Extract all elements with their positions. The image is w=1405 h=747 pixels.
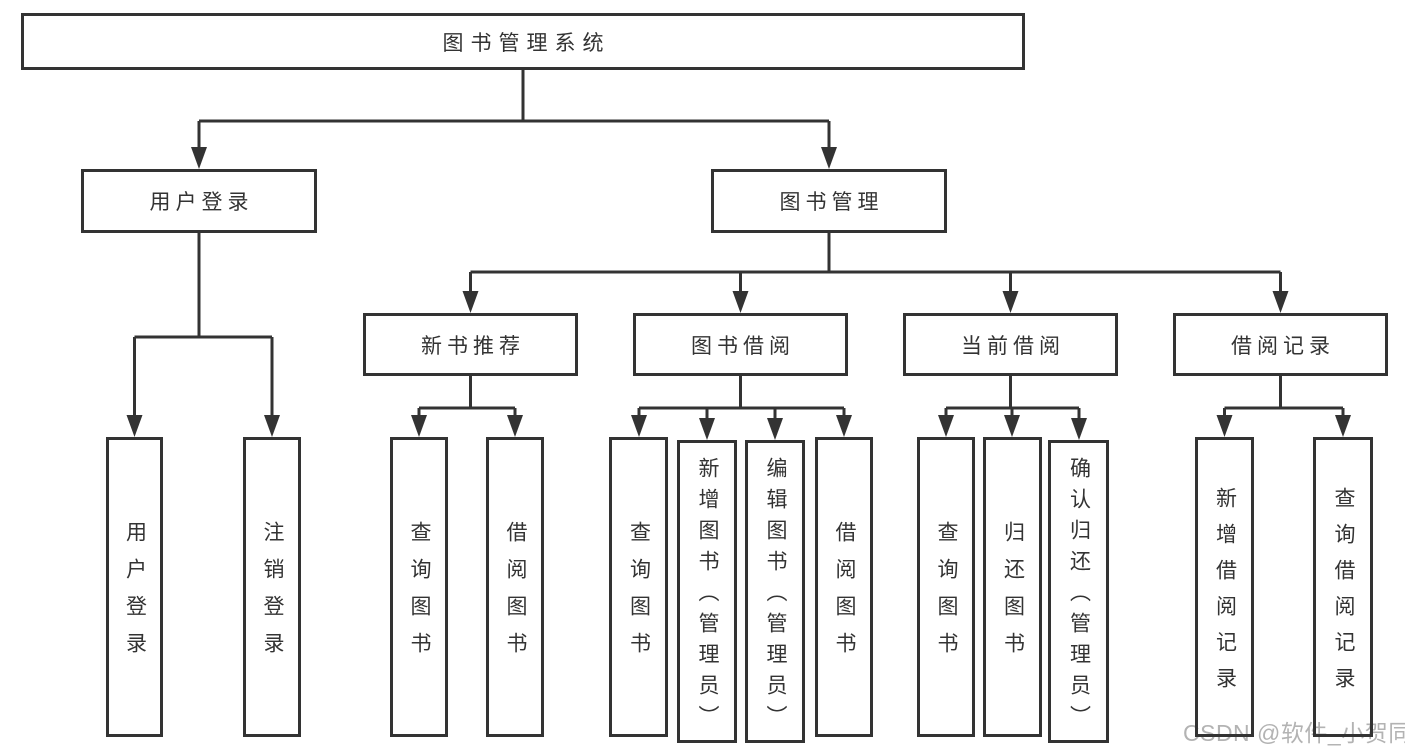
node-library-management-system: 图书管理系统 [21,13,1025,70]
node-label: 用户登录 [149,191,254,214]
csdn-watermark: CSDN @软件_小贺同学 [1183,720,1405,746]
node-label: 查询借阅记录 [1332,486,1355,703]
node-query-books-current: 查询图书 [917,437,975,737]
node-label: 查询图书 [935,521,958,669]
node-user-login-leaf: 用户登录 [106,437,163,737]
node-borrow-books-borrowing: 借阅图书 [815,437,873,737]
node-return-books: 归还图书 [983,437,1042,737]
node-label: 归还图书 [1001,521,1025,669]
node-add-borrow-record: 新增借阅记录 [1195,437,1254,737]
node-current-borrowing: 当前借阅 [903,313,1118,376]
node-label: 确认归还（管理员） [1067,457,1091,736]
node-borrowing-records: 借阅记录 [1173,313,1388,376]
node-label: 新增图书（管理员） [696,457,719,736]
node-new-book-recommendation: 新书推荐 [363,313,578,376]
node-add-books-admin: 新增图书（管理员） [677,440,737,743]
node-user-login: 用户登录 [81,169,317,233]
node-query-books-borrowing: 查询图书 [609,437,668,737]
node-query-books-newbook: 查询图书 [390,437,448,737]
arrowheads [126,147,1351,440]
node-label: 查询图书 [408,521,431,669]
node-label: 图书管理 [779,191,884,214]
node-query-borrow-record: 查询借阅记录 [1313,437,1373,737]
node-label: 借阅图书 [833,521,856,669]
node-label: 图书管理系统 [442,31,611,55]
node-label: 借阅图书 [504,521,527,669]
node-label: 新书推荐 [421,334,525,358]
node-confirm-return-admin: 确认归还（管理员） [1048,440,1109,743]
node-label: 新增借阅记录 [1213,486,1237,703]
node-label: 注销登录 [261,521,284,669]
node-logout: 注销登录 [243,437,301,737]
node-borrow-books-newbook: 借阅图书 [486,437,544,737]
node-label: 查询图书 [627,521,651,669]
node-label: 编辑图书（管理员） [764,457,787,736]
node-book-borrowing: 图书借阅 [633,313,848,376]
node-label: 借阅记录 [1231,334,1335,358]
node-label: 图书借阅 [691,334,795,358]
node-label: 当前借阅 [961,334,1065,358]
node-edit-books-admin: 编辑图书（管理员） [745,440,805,743]
node-label: 用户登录 [123,521,147,669]
node-book-management: 图书管理 [711,169,947,233]
